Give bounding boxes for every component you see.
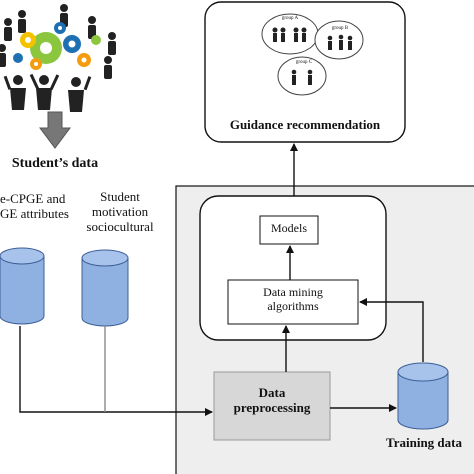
mining-box xyxy=(227,279,359,325)
group-c-label: group C xyxy=(295,60,313,65)
group-c xyxy=(277,56,327,96)
preprocessing-box xyxy=(213,371,331,441)
preprocessing-label: Data preprocessing xyxy=(233,385,311,415)
people-icon xyxy=(0,4,116,112)
models-box xyxy=(259,215,319,245)
person-group-icon xyxy=(327,34,353,50)
training-label: Training data xyxy=(386,435,462,450)
motivation-label: Student motivation sociocultural xyxy=(86,189,154,234)
database-icon-attributes xyxy=(0,247,45,325)
group-a xyxy=(261,13,319,55)
group-b-label: group B xyxy=(331,26,349,31)
database-icon-motivation xyxy=(81,249,129,327)
down-arrow-icon xyxy=(39,111,71,149)
gears-icon xyxy=(13,22,101,70)
attributes-label: e-CPGE and GE attributes xyxy=(0,191,69,221)
guidance-label: Guidance recommendation xyxy=(229,117,381,132)
person-group-icon xyxy=(291,69,313,85)
database-icon-training xyxy=(397,362,449,430)
mining-label: Data mining algorithms xyxy=(263,285,323,313)
person-group-icon xyxy=(272,27,307,42)
group-a-label: group A xyxy=(281,16,299,21)
group-b xyxy=(314,20,364,60)
models-label: Models xyxy=(271,221,307,235)
connectors xyxy=(19,143,424,416)
students-data-label: Student’s data xyxy=(11,156,99,171)
